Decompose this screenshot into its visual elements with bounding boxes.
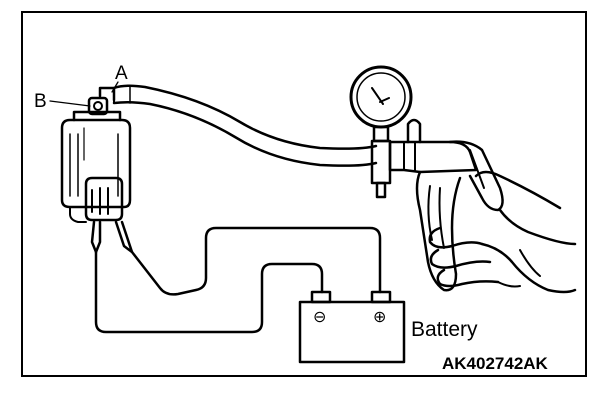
- hand-vacuum-pump: [349, 65, 504, 292]
- figure-code: AK402742AK: [442, 354, 549, 373]
- hand-illustration: [428, 170, 577, 294]
- leader-a: [111, 81, 119, 93]
- vacuum-hose: [112, 84, 378, 167]
- label-a: A: [115, 63, 128, 84]
- battery-negative-symbol: ⊖: [313, 309, 326, 326]
- diagram-frame: [21, 11, 587, 377]
- test-leads: [90, 220, 382, 334]
- battery-label: Battery: [411, 318, 478, 341]
- battery-icon: ⊖ ⊕: [298, 290, 406, 364]
- leader-b: [49, 100, 91, 107]
- battery-positive-symbol: ⊕: [373, 309, 386, 326]
- label-b: B: [34, 91, 47, 112]
